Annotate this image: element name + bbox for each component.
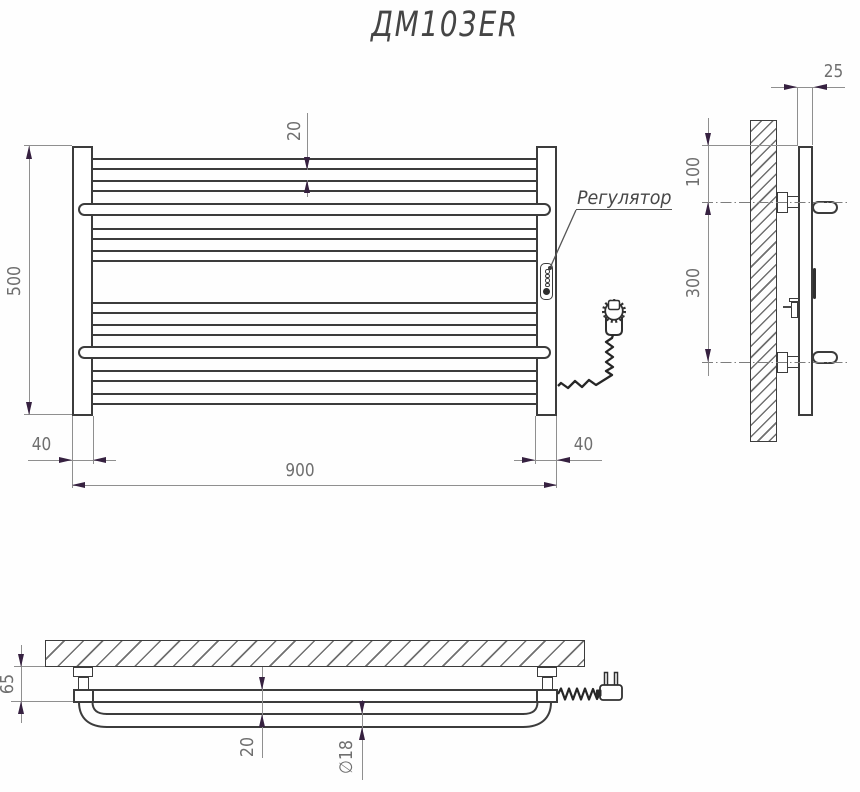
towel-shelf-upper (78, 203, 551, 216)
dimension-line-65 (20, 645, 22, 723)
dimension-line-500 (28, 146, 30, 415)
wall-section (45, 640, 585, 667)
coiled-cord-bottom (557, 687, 601, 701)
arrowhead (25, 402, 32, 415)
extension-line (24, 414, 72, 416)
dim-label-bar-left: 40 (31, 434, 52, 455)
extension-line (702, 145, 798, 147)
dim-label-shelf-gap: 20 (237, 736, 258, 758)
wall-bracket-plate (73, 667, 93, 677)
dim-label-width: 900 (285, 460, 315, 481)
arrowhead (522, 456, 535, 463)
tube-rung (93, 370, 536, 382)
wall-section (750, 120, 777, 442)
collector-end-cap (73, 689, 94, 703)
indicator-led (545, 282, 550, 287)
arrowhead (704, 349, 711, 362)
dim-label-tube-gap: 20 (284, 120, 305, 142)
dimension-line-25 (771, 86, 845, 88)
arrowhead (17, 701, 24, 714)
dimension-line-diameter (361, 700, 363, 780)
extension-line (14, 666, 45, 668)
extension-line (24, 145, 72, 147)
indicator-led (545, 278, 550, 283)
indicator-led (545, 269, 550, 274)
dim-label-depth: 25 (823, 61, 844, 82)
extension-line (556, 416, 558, 488)
dimension-line-20 (306, 113, 308, 170)
arrowhead (303, 157, 310, 170)
indicator-led (545, 273, 550, 278)
arrowhead (704, 202, 711, 215)
arrowhead (258, 714, 265, 727)
regulator-edge (812, 268, 816, 299)
collector-end-cap (536, 689, 558, 703)
extension-line (812, 87, 814, 145)
wall-bracket-plate (537, 667, 557, 677)
arrowhead (93, 456, 106, 463)
arrowhead (17, 653, 24, 667)
dim-label-bar-right: 40 (573, 434, 594, 455)
bracket-centerline (702, 362, 848, 364)
tube-rung (93, 250, 536, 262)
dimension-line-900 (72, 484, 557, 486)
dim-label-bracket-span: 300 (683, 267, 704, 299)
rail-profile (798, 146, 813, 416)
tube-rung (93, 228, 536, 240)
power-plug-bottom (596, 671, 623, 701)
tube-rung (93, 324, 536, 336)
coiled-cord-front (557, 334, 615, 390)
dim-label-height: 500 (4, 265, 25, 297)
left-collector-bar (72, 146, 93, 416)
shelf-tube-plan (106, 713, 524, 728)
extension-line (92, 416, 94, 464)
extension-line (11, 700, 73, 702)
arrowhead (784, 83, 797, 90)
dim-label-tube-diameter: ∅18 (336, 740, 357, 774)
arrowhead (59, 456, 72, 463)
tube-rung (93, 302, 536, 314)
extension-line (797, 87, 799, 145)
dim-label-wall-clearance: 65 (0, 673, 18, 695)
tube-rung (93, 158, 536, 170)
arrowhead (544, 481, 557, 488)
bracket-centerline (702, 202, 848, 204)
arrowhead (303, 180, 310, 193)
arrowhead (704, 133, 711, 146)
power-plug-front (602, 299, 626, 336)
arrowhead (72, 481, 85, 488)
arrowhead (358, 701, 365, 714)
dimension-line-20 (261, 667, 263, 758)
regulator-label-underline (576, 209, 672, 211)
rail-tube-row (94, 689, 536, 703)
valve-cap (789, 298, 799, 302)
extension-line (535, 416, 537, 464)
towel-shelf-lower (78, 346, 551, 359)
arrowhead (814, 83, 827, 90)
valve-pin (783, 306, 792, 309)
arrowhead (557, 456, 570, 463)
arrowhead (25, 146, 32, 159)
arrowhead (358, 727, 365, 740)
valve-body (791, 302, 798, 318)
arrowhead (258, 677, 265, 690)
regulator-label: Регулятор (577, 187, 672, 209)
dim-label-top-offset: 100 (683, 156, 704, 188)
model-title: ДМ103ЕR (371, 5, 519, 45)
dimension-line-40-left (28, 459, 116, 461)
extension-line (71, 416, 73, 488)
dimension-line-100-300 (707, 118, 709, 376)
tube-rung (93, 393, 536, 405)
power-button (543, 288, 550, 295)
tube-rung (93, 180, 536, 192)
